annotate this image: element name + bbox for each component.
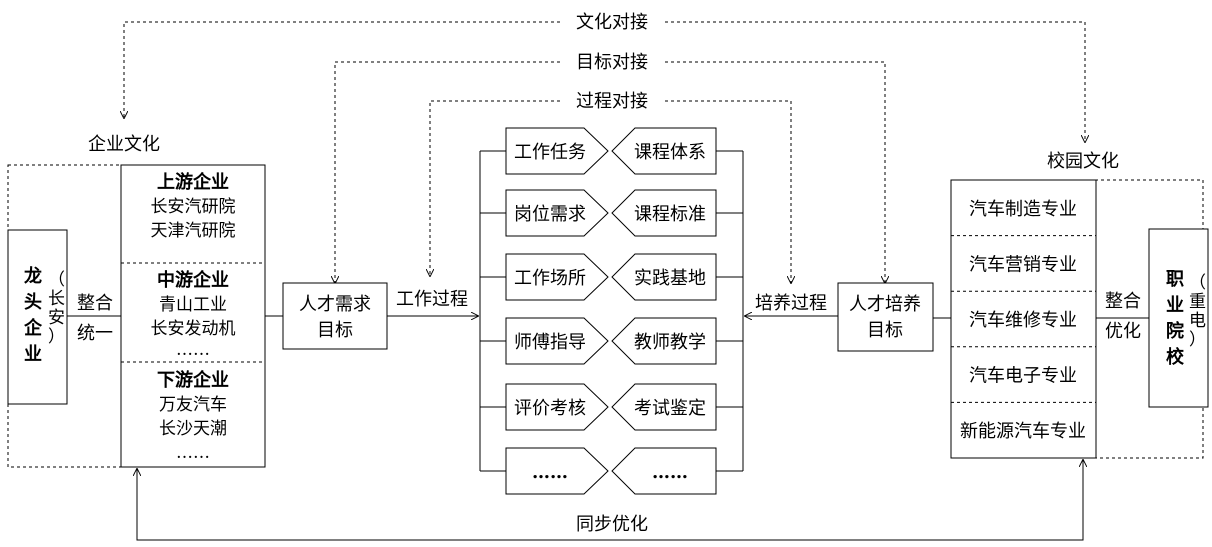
major-item: 新能源汽车专业 bbox=[960, 421, 1086, 442]
curriculum-item-shape bbox=[611, 127, 717, 175]
work-item-label: …… bbox=[532, 462, 568, 483]
leader-enterprise-sub: （长 安） bbox=[48, 270, 70, 347]
major-item: 汽车制造专业 bbox=[969, 199, 1077, 220]
campus-culture-label: 校园文化 bbox=[1047, 151, 1119, 172]
talent-training-goal-box: 人才培养 目标 bbox=[837, 282, 934, 352]
process-connection: 过程对接 bbox=[430, 91, 791, 283]
talent-demand-goal-label: 目标 bbox=[317, 320, 353, 341]
curriculum-item-shape bbox=[611, 383, 717, 431]
downstream-more: …… bbox=[176, 443, 210, 463]
integrate-label-2: 统一 bbox=[77, 323, 113, 344]
midstream-more: …… bbox=[176, 340, 210, 360]
work-item-label: 师傅指导 bbox=[514, 332, 586, 353]
midstream-title: 中游企业 bbox=[157, 269, 229, 291]
work-item-shape bbox=[505, 383, 609, 431]
upstream-item-1: 长安汽研院 bbox=[151, 197, 236, 217]
enterprise-culture-label: 企业文化 bbox=[88, 134, 160, 155]
curriculum-item-shape bbox=[611, 317, 717, 365]
curriculum-item-label: 实践基地 bbox=[634, 268, 706, 289]
major-item: 汽车营销专业 bbox=[969, 254, 1077, 275]
training-process-label: 培养过程 bbox=[755, 293, 827, 314]
curriculum-item-label: 考试鉴定 bbox=[634, 398, 706, 419]
culture-connection: 文化对接 bbox=[124, 12, 1085, 142]
curriculum-item-label: 课程标准 bbox=[634, 204, 706, 225]
work-process-label: 工作过程 bbox=[396, 289, 468, 310]
talent-demand-goal-box: 人才需求 目标 bbox=[282, 282, 388, 350]
curriculum-item-label: 教师教学 bbox=[634, 332, 706, 353]
work-item-shape bbox=[505, 253, 609, 301]
goal-connection: 目标对接 bbox=[335, 52, 885, 283]
leader-enterprise-name: 龙头 企业 bbox=[23, 265, 48, 365]
upstream-title: 上游企业 bbox=[157, 171, 229, 193]
curriculum-item-label: 课程体系 bbox=[634, 142, 706, 163]
college-name: 职业 院校 bbox=[1166, 269, 1190, 368]
integrate-label-1: 整合 bbox=[77, 293, 113, 314]
midstream-item-2: 长安发动机 bbox=[151, 319, 236, 339]
curriculum-item-label: …… bbox=[652, 462, 688, 483]
sync-optimization-connection: 同步优化 bbox=[137, 460, 1083, 541]
work-item-shape bbox=[505, 189, 609, 237]
midstream-item-1: 青山工业 bbox=[159, 295, 227, 315]
downstream-item-2: 长沙天潮 bbox=[159, 419, 227, 439]
culture-connection-label: 文化对接 bbox=[576, 12, 648, 33]
work-item-label: 工作场所 bbox=[514, 268, 586, 289]
sync-optimization-label: 同步优化 bbox=[576, 514, 648, 535]
major-item: 汽车电子专业 bbox=[969, 366, 1077, 387]
downstream-item-1: 万友汽车 bbox=[159, 395, 227, 415]
upstream-item-2: 天津汽研院 bbox=[151, 221, 236, 241]
optimize-label-1: 整合 bbox=[1105, 291, 1141, 312]
work-item-shape bbox=[505, 317, 609, 365]
supply-chain-box: 上游企业 长安汽研院 天津汽研院 中游企业 青山工业 长安发动机 …… 下游企业… bbox=[120, 164, 266, 468]
curriculum-item-shape bbox=[611, 189, 717, 237]
work-item-label: 评价考核 bbox=[514, 398, 586, 419]
college-sub: （重 电） bbox=[1189, 273, 1211, 350]
goal-connection-label: 目标对接 bbox=[576, 52, 648, 73]
work-item-label: 工作任务 bbox=[514, 142, 586, 163]
talent-training-label: 人才培养 bbox=[849, 294, 921, 315]
leader-enterprise-box: 龙头 企业 （长 安） bbox=[7, 229, 70, 405]
downstream-title: 下游企业 bbox=[157, 369, 229, 391]
vocational-college-box: 职业 院校 （重 电） bbox=[1148, 228, 1211, 408]
talent-training-goal-label: 目标 bbox=[867, 320, 903, 341]
talent-demand-label: 人才需求 bbox=[299, 294, 371, 315]
process-connection-label: 过程对接 bbox=[576, 91, 648, 112]
major-item: 汽车维修专业 bbox=[969, 310, 1077, 331]
optimize-label-2: 优化 bbox=[1105, 321, 1141, 342]
work-item-label: 岗位需求 bbox=[514, 204, 586, 225]
work-item-shape bbox=[505, 127, 609, 175]
curriculum-item-shape bbox=[611, 253, 717, 301]
